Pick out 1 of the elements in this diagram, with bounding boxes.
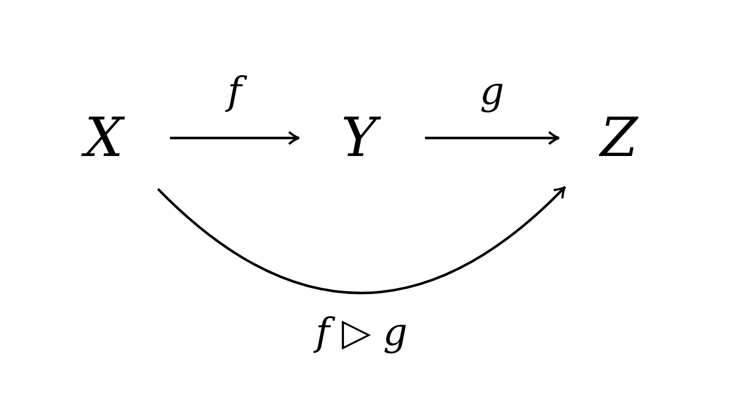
object-label: Z (600, 106, 638, 168)
